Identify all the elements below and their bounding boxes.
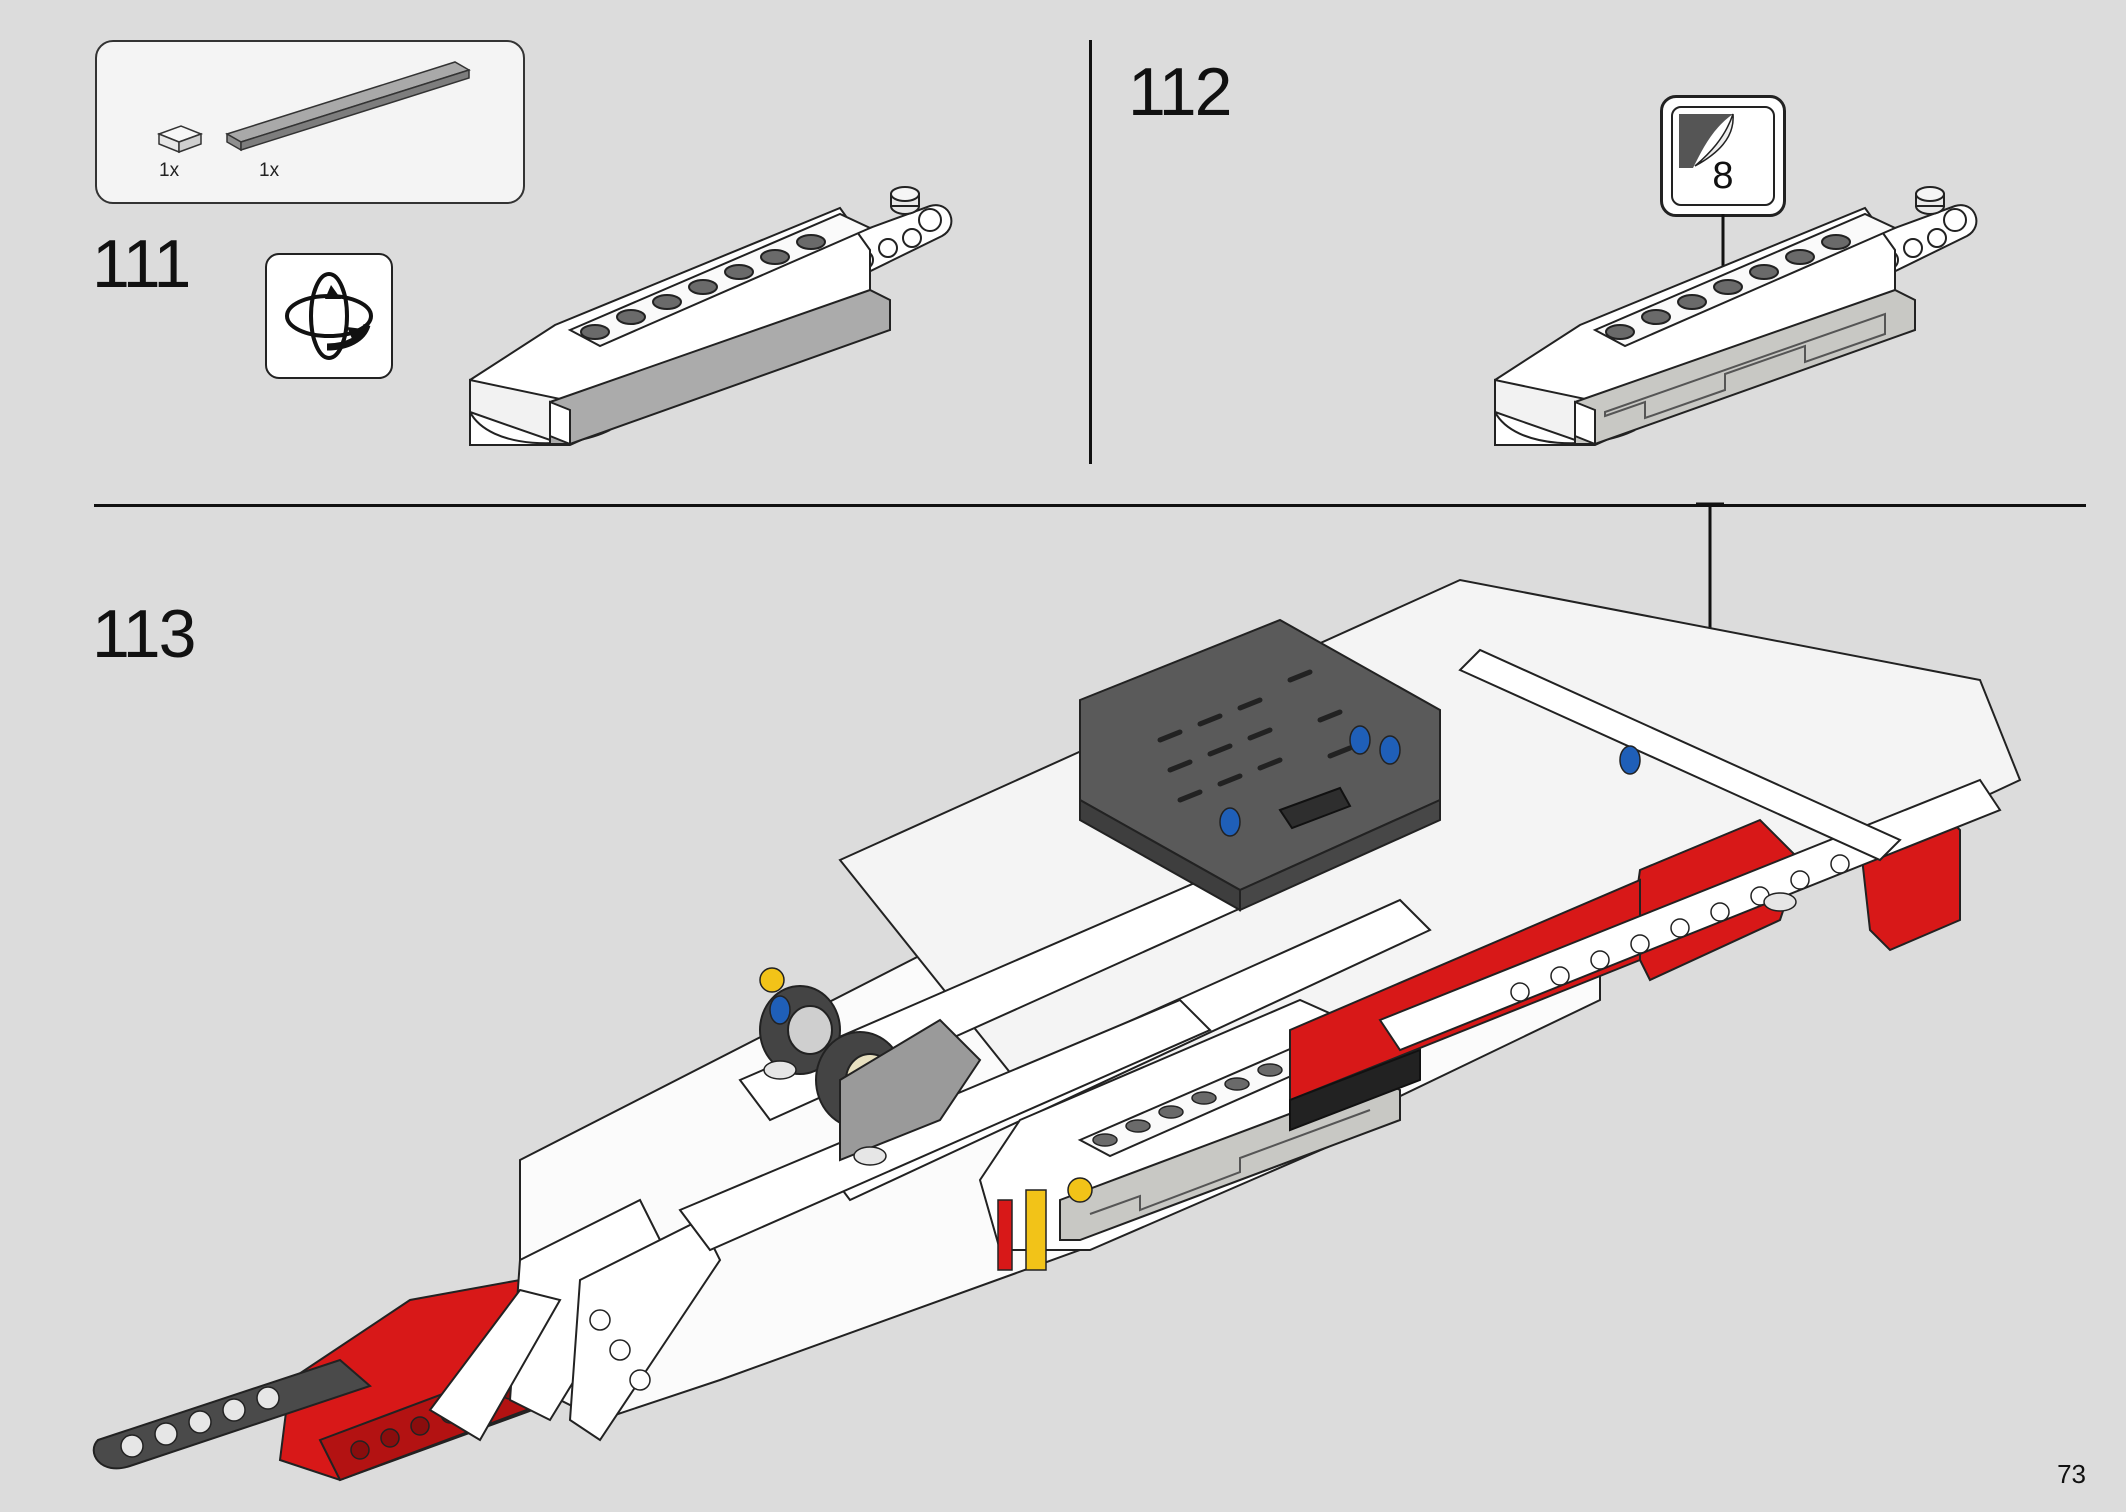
sticker-icon: 8	[1660, 95, 1786, 217]
rotate-model-icon	[265, 253, 393, 379]
step-number-113: 113	[92, 596, 196, 672]
parts-callout-111: 1x 1x	[95, 40, 525, 204]
step-number-112: 112	[1128, 54, 1232, 130]
pins	[759, 725, 1641, 1271]
step-divider-horizontal	[94, 504, 2086, 507]
step-divider-vertical	[1089, 40, 1092, 464]
part-quantity-1: 1x	[159, 160, 180, 181]
gray-tile-part	[225, 61, 471, 152]
part-quantity-2: 1x	[259, 160, 280, 181]
page-number: 73	[2057, 1459, 2086, 1489]
sticker-number: 8	[1712, 155, 1734, 197]
sticker-frame: 8	[1671, 106, 1775, 206]
step-number-111: 111	[92, 226, 191, 302]
battery-box	[1079, 618, 1441, 912]
white-tile-part	[156, 125, 204, 154]
assembly-113	[92, 578, 2022, 1482]
assembly-111	[469, 186, 953, 446]
assembly-112	[1494, 186, 1978, 446]
parts-callout-art	[156, 61, 471, 154]
gray-wheels	[759, 985, 982, 1162]
